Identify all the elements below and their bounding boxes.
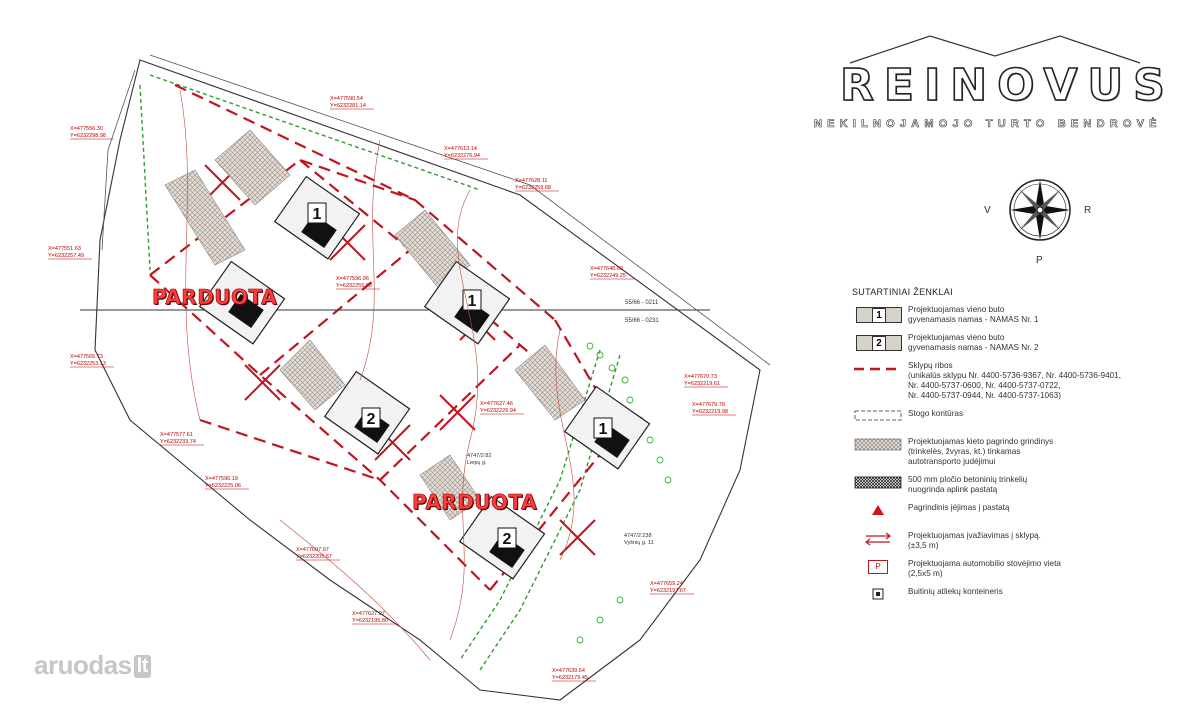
compass-south: P <box>1036 255 1043 266</box>
legend-item-waste-container: Buitinių atliekų konteineris <box>852 587 1192 607</box>
legend-item-main-entrance: Pagrindinis įėjimas į pastatą <box>852 503 1192 523</box>
legend-item-house-2: 2 Projektuojamas vieno buto gyvenamasis … <box>852 333 1192 353</box>
legend-item-hard-paving: Projektuojamas kieto pagrindo grindinys … <box>852 437 1192 467</box>
house-2-symbol-icon: 2 <box>856 335 902 351</box>
house-sold-left <box>198 260 286 345</box>
legend-item-concrete-paving: 500 mm pločio betoninių trinkelių nuogri… <box>852 475 1192 495</box>
brand-name: REINOVUS <box>839 59 1175 112</box>
svg-text:1: 1 <box>313 206 322 223</box>
site-boundary <box>94 54 771 701</box>
house-2-bottom: 2 <box>458 495 546 580</box>
house-2-left: 2 <box>323 370 411 455</box>
driveway-arrows-icon <box>865 532 891 546</box>
svg-text:1: 1 <box>599 421 608 438</box>
house-1-symbol-icon: 1 <box>856 307 902 323</box>
legend-item-house-1: 1 Projektuojamas vieno buto gyvenamasis … <box>852 305 1192 325</box>
compass-rose: V R P <box>980 175 1100 266</box>
legend-item-driveway: Projektuojamas įvažiavimas į sklypą. (±3… <box>852 531 1192 551</box>
entrance-triangle-icon <box>872 505 884 515</box>
roof-contour-icon <box>854 410 902 421</box>
house-1-right: 1 <box>563 385 651 470</box>
concrete-paving-icon <box>854 476 902 489</box>
legend-item-parking: P Projektuojama automobilio stovėjimo vi… <box>852 559 1192 579</box>
legend-item-plot-boundary: Sklypų ribos (unikalūs sklypu Nr. 4400-5… <box>852 361 1192 401</box>
compass-west: V <box>984 205 991 216</box>
legend-title: SUTARTINIAI ŽENKLAI <box>852 287 953 297</box>
compass-east: R <box>1084 205 1092 216</box>
legend-item-roof-contour: Stogo kontūras <box>852 409 1192 429</box>
legend: SUTARTINIAI ŽENKLAI 1 Projektuojamas vie… <box>852 287 1192 615</box>
contour-lines <box>179 89 575 661</box>
brand-subtitle: NEKILNOJAMOJO TURTO BENDROVĖ <box>814 118 1162 131</box>
house-1-top: 1 <box>273 175 361 260</box>
plot-boundary-icon <box>854 367 902 371</box>
compass-icon <box>1009 179 1071 241</box>
svg-text:1: 1 <box>468 293 477 310</box>
sold-label-upper: PARDUOTA <box>152 285 278 310</box>
waste-container-icon <box>872 588 884 600</box>
site-plan: 55/66 - 0211 55/66 - 0231 1 1 2 1 <box>48 54 771 701</box>
brand-logo: REINOVUS NEKILNOJAMOJO TURTO BENDROVĖ <box>810 28 1180 138</box>
cadastral-label-bottom: 55/66 - 0231 <box>625 318 659 324</box>
roof-logo-icon <box>849 33 1141 66</box>
sold-label-lower: PARDUOTA <box>412 490 538 515</box>
cadastral-line: 55/66 - 0211 55/66 - 0231 <box>80 300 710 324</box>
cadastral-label-top: 55/66 - 0211 <box>625 300 659 306</box>
svg-text:2: 2 <box>367 411 376 428</box>
tree-dots <box>576 342 672 644</box>
hard-paving-icon <box>854 438 902 451</box>
svg-text:2: 2 <box>503 531 512 548</box>
parking-icon: P <box>868 560 888 574</box>
